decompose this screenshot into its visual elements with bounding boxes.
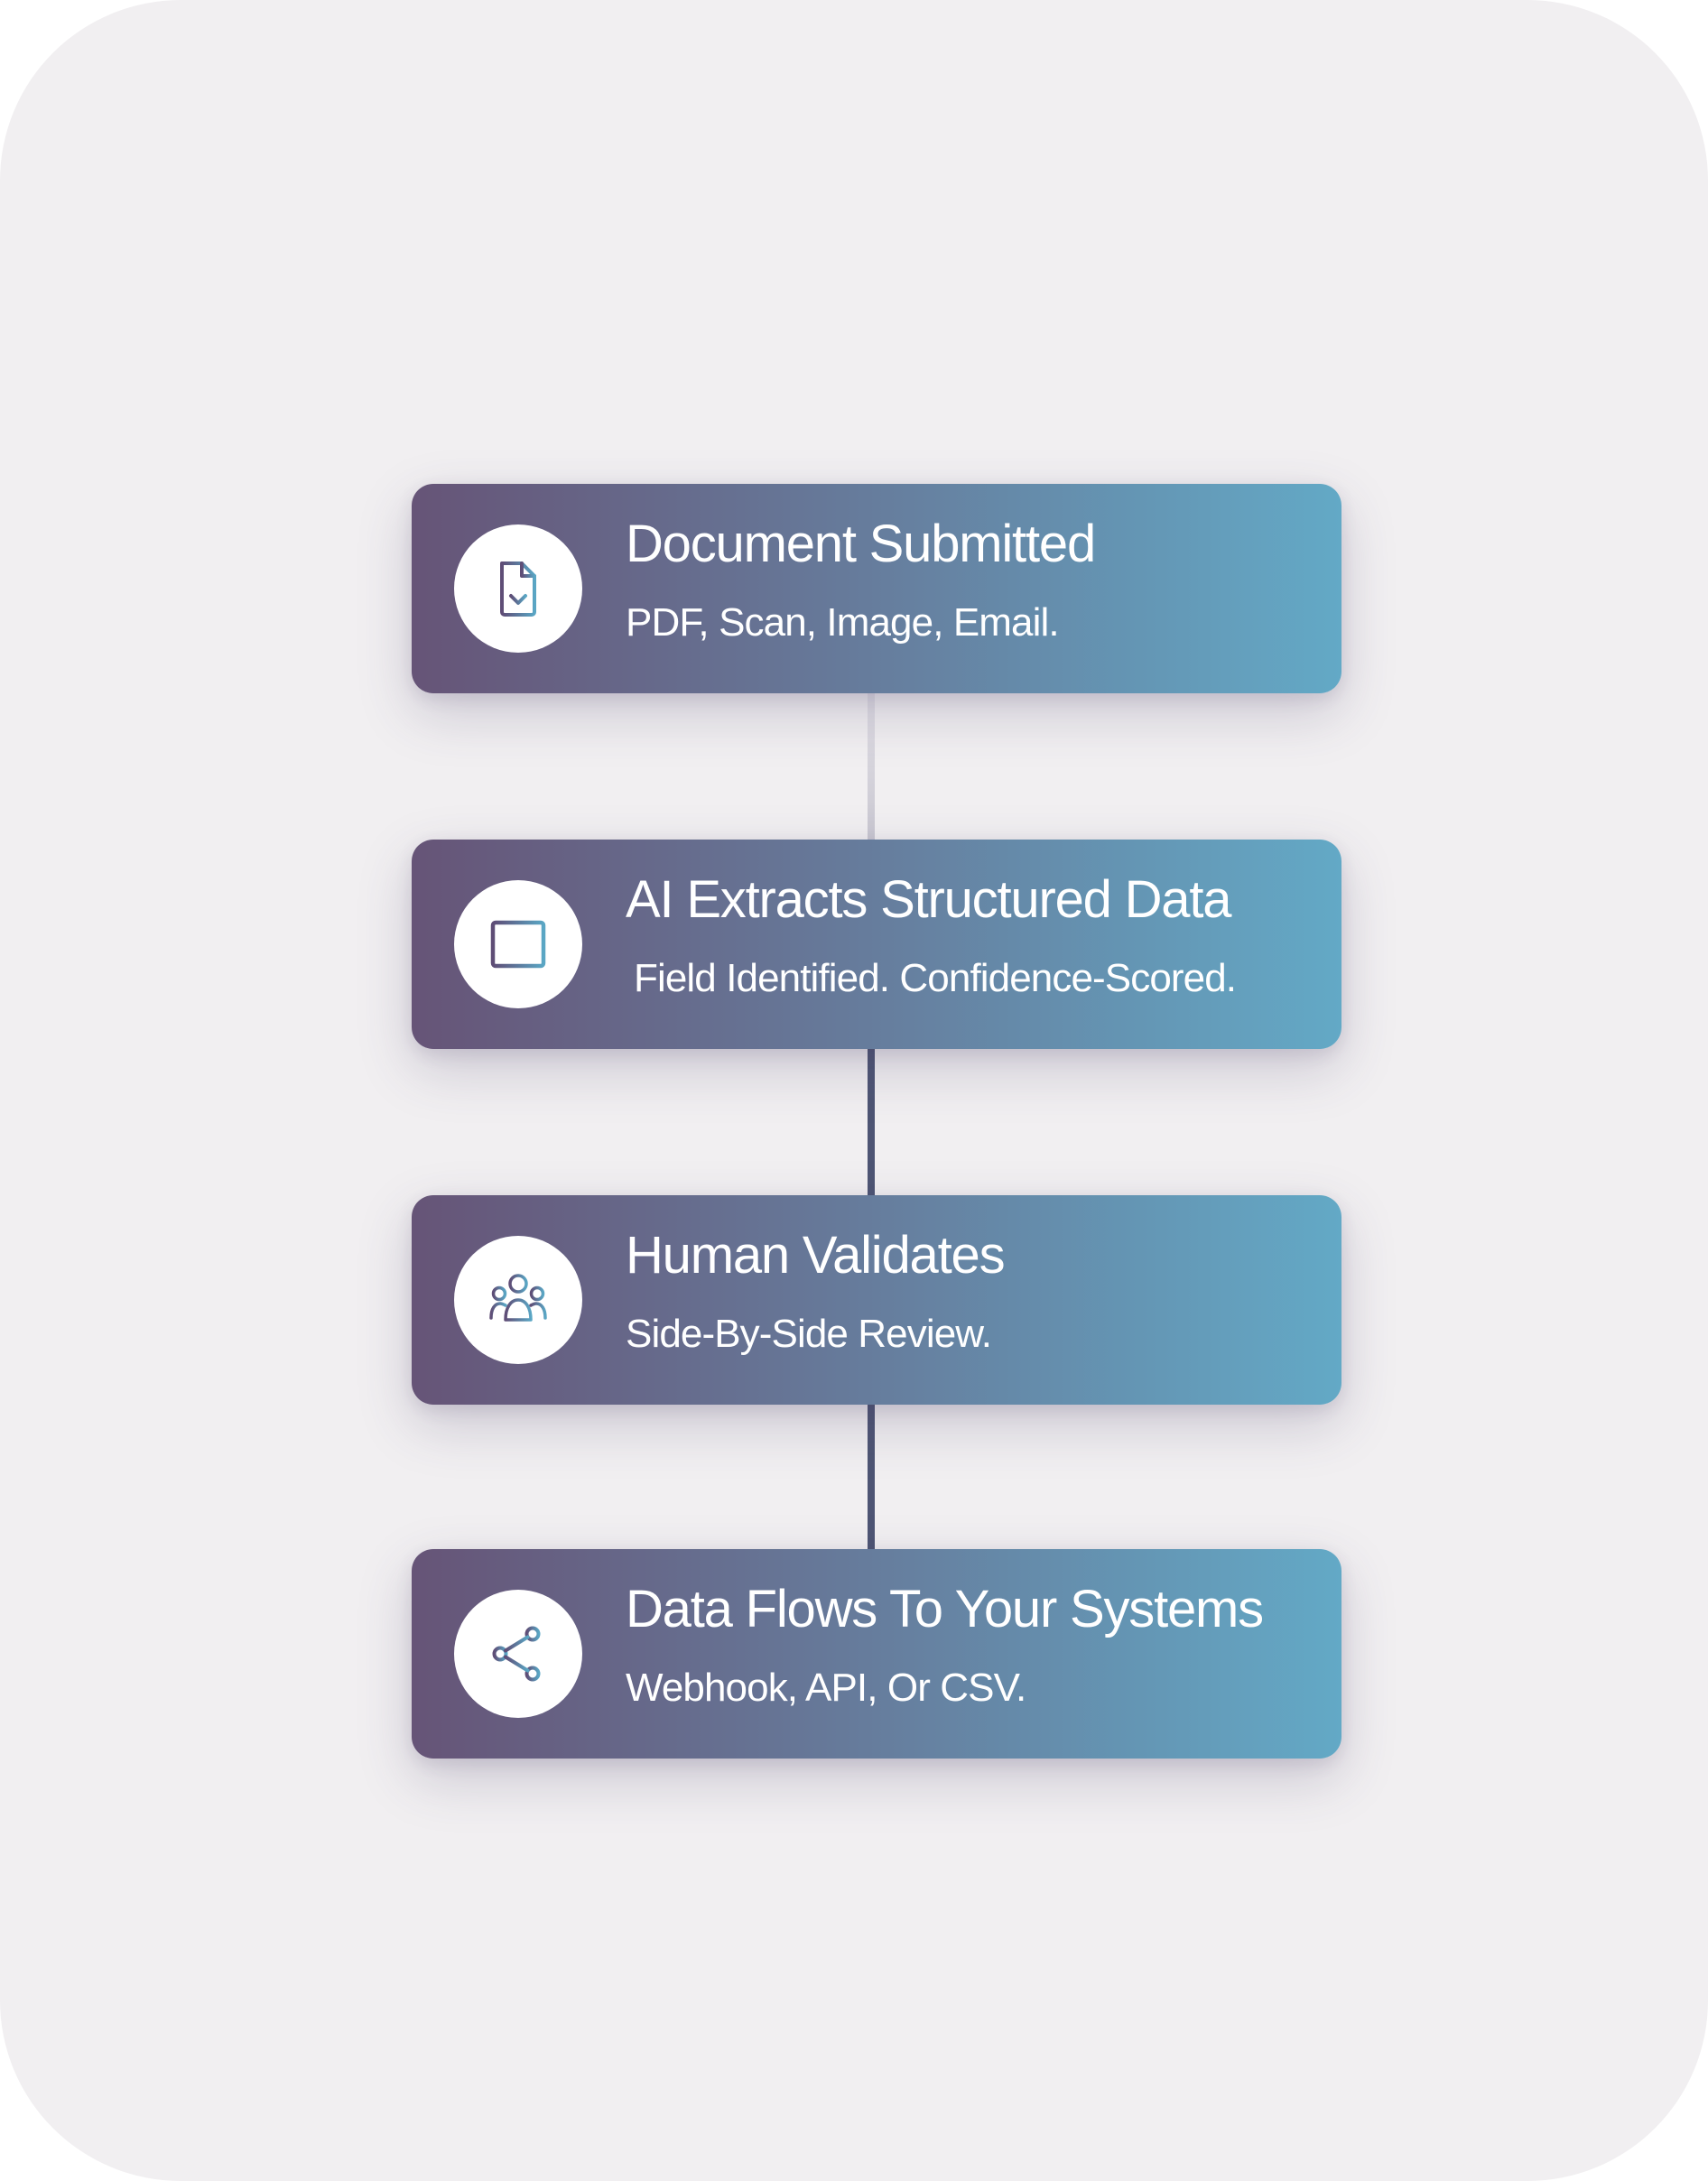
connector-line-1: [868, 691, 875, 841]
step-card-ai-extracts: AI Extracts Structured Data Field Identi…: [412, 840, 1341, 1049]
columns-icon: [490, 920, 546, 969]
connector-line-2: [868, 1047, 875, 1197]
step-card-document-submitted: Document Submitted PDF, Scan, Image, Ema…: [412, 484, 1341, 693]
step-icon-badge: [454, 1590, 582, 1718]
document-download-icon: [500, 561, 536, 617]
step-icon-badge: [454, 880, 582, 1008]
step-icon-badge: [454, 524, 582, 653]
step-title: AI Extracts Structured Data: [626, 870, 1232, 929]
step-card-data-flows: Data Flows To Your Systems Webhook, API,…: [412, 1549, 1341, 1759]
users-group-icon: [489, 1274, 547, 1322]
step-title: Human Validates: [626, 1226, 1006, 1285]
connector-line-3: [868, 1403, 875, 1553]
step-subtitle: PDF, Scan, Image, Email.: [626, 600, 1060, 645]
step-title: Document Submitted: [626, 515, 1096, 573]
step-subtitle: Side-By-Side Review.: [626, 1312, 992, 1356]
step-icon-badge: [454, 1236, 582, 1364]
step-card-human-validates: Human Validates Side-By-Side Review.: [412, 1195, 1341, 1405]
share-icon: [492, 1626, 541, 1682]
step-subtitle: Webhook, API, Or CSV.: [626, 1666, 1026, 1710]
step-title: Data Flows To Your Systems: [626, 1580, 1264, 1638]
step-subtitle: Field Identified. Confidence-Scored.: [634, 956, 1237, 1000]
